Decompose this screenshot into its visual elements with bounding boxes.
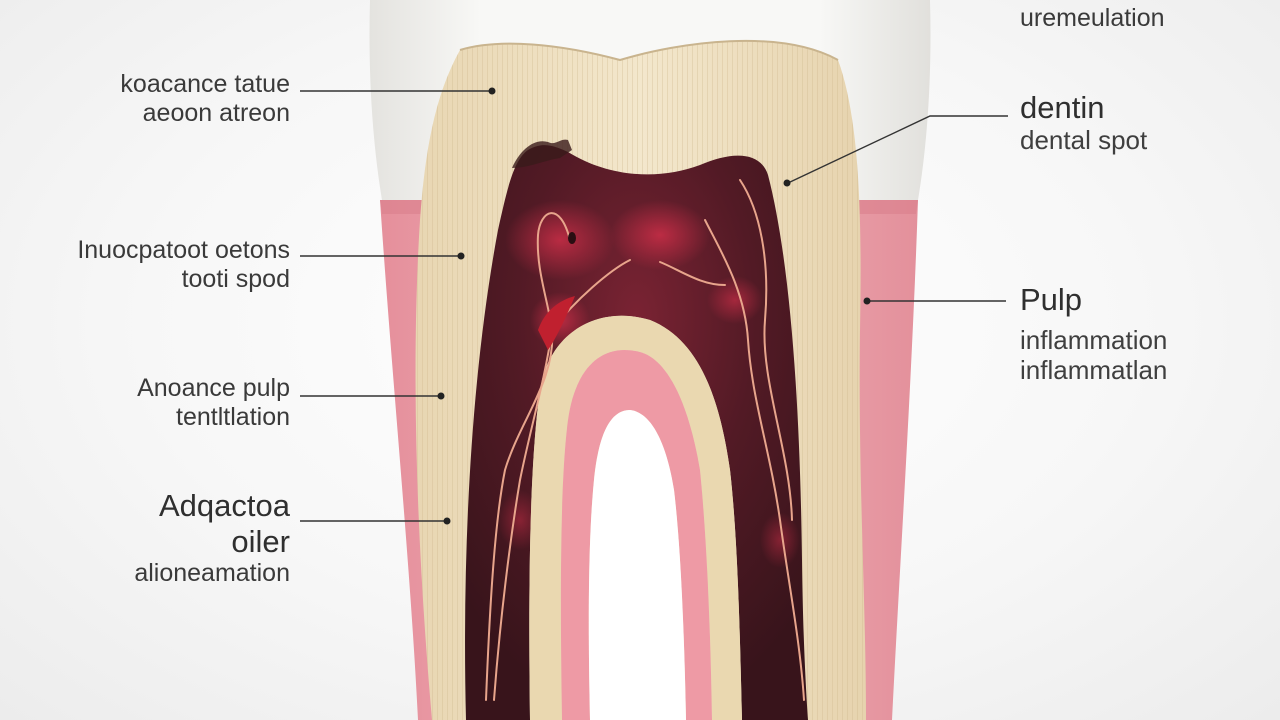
label-text: koacance tatue	[120, 70, 290, 98]
label-text: inflammatlan	[1020, 354, 1168, 385]
label-text: tooti spod	[181, 264, 290, 293]
label-title: Pulp	[1020, 282, 1083, 317]
nerve-fibers	[485, 179, 805, 701]
label-left-3: Anoance pulp tentltlation	[137, 374, 290, 432]
label-text: Anoance pulp	[137, 374, 290, 402]
inner-gum-band	[560, 349, 712, 720]
label-right-top: uremeulation	[1020, 4, 1165, 33]
inner-dentin-band	[529, 315, 742, 720]
label-text: Adqactoa	[159, 488, 290, 523]
label-right-dentin: dentin dental spot	[1020, 90, 1147, 156]
leader-line	[787, 115, 1008, 184]
label-text: tentltlation	[176, 402, 290, 431]
decay-spot	[512, 139, 572, 168]
label-text: Inuocpatoot oetons	[77, 236, 290, 264]
interradicular-space	[588, 410, 686, 720]
label-text: aeoon atreon	[142, 98, 290, 127]
label-left-1: koacance tatue aeoon atreon	[120, 70, 290, 128]
label-text: dental spot	[1020, 124, 1148, 155]
label-left-4: Adqactoa oiler alioneamation	[134, 488, 290, 588]
label-title: dentin	[1020, 90, 1105, 125]
label-left-2: Inuocpatoot oetons tooti spod	[77, 236, 290, 294]
label-right-pulp: Pulp inflammation inflammatlan	[1020, 282, 1167, 385]
label-text: uremeulation	[1020, 4, 1165, 32]
label-text: alioneamation	[134, 559, 290, 588]
label-text: oiler	[231, 523, 290, 559]
label-text: inflammation	[1020, 324, 1168, 355]
